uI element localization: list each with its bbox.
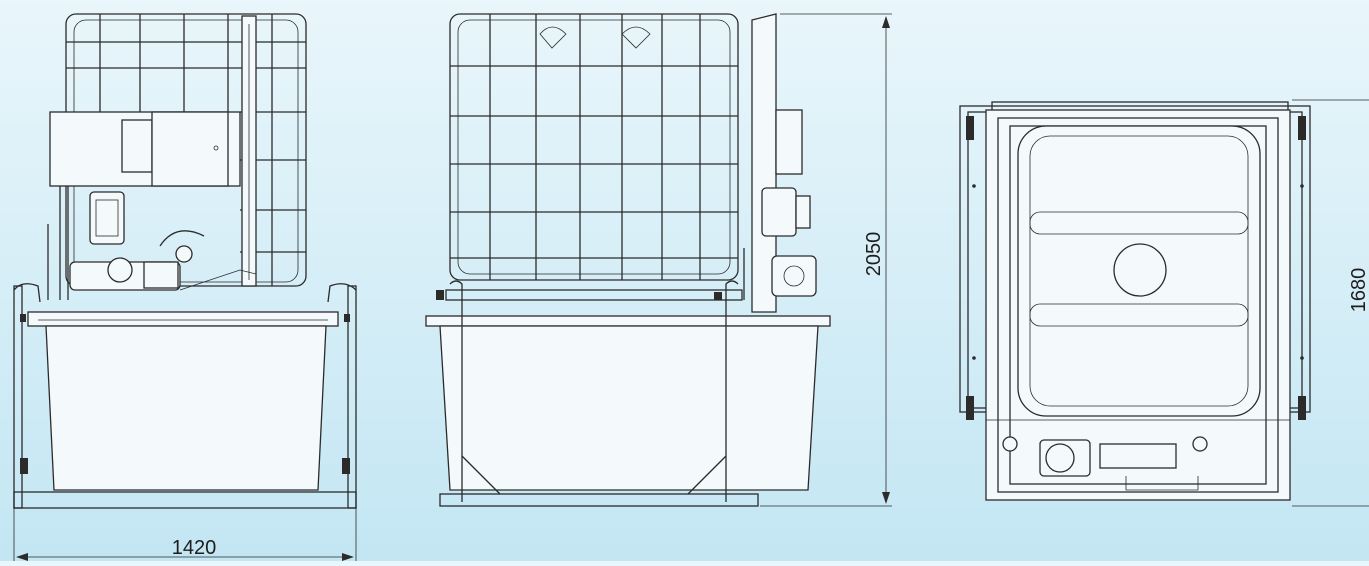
- front-ibc-cage: [65, 13, 307, 287]
- side-ibc-cage: [449, 13, 739, 281]
- side-mast: [751, 13, 803, 313]
- front-frame: [13, 283, 357, 509]
- side-drip-tray: [425, 315, 831, 491]
- front-motor: [47, 191, 257, 300]
- width-dimension: 1420: [13, 508, 357, 561]
- front-drip-tray: [27, 311, 339, 491]
- width-dimension-label: 1420: [172, 537, 217, 559]
- top-pump-assembly: [1002, 436, 1208, 491]
- front-mast: [241, 15, 257, 287]
- depth-dimension: 1680: [1292, 99, 1369, 507]
- side-frame: [436, 280, 759, 507]
- height-dimension-label: 2050: [863, 232, 885, 277]
- height-dimension: 2050: [760, 13, 892, 507]
- front-control-box: [49, 111, 241, 300]
- side-view: 2050: [425, 13, 892, 507]
- side-motor: [743, 187, 817, 300]
- top-ibc-tank: [1017, 125, 1261, 417]
- top-view: 1680: [959, 99, 1369, 507]
- front-view: 1420: [13, 13, 357, 561]
- depth-dimension-label: 1680: [1348, 268, 1369, 313]
